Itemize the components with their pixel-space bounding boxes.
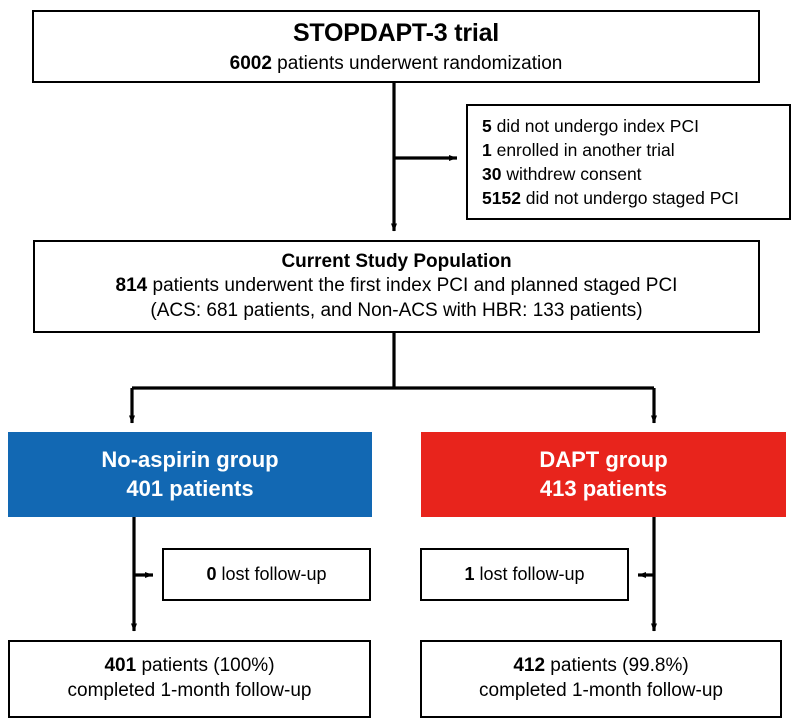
- completed-label-dapt: completed 1-month follow-up: [479, 680, 723, 701]
- completed-label-no-aspirin: completed 1-month follow-up: [67, 680, 312, 701]
- exclusion-item: 5152 did not undergo staged PCI: [482, 188, 739, 209]
- trial-title-box: STOPDAPT-3 trial 6002 patients underwent…: [32, 10, 760, 83]
- completed-count-dapt: 412 patients (99.8%): [513, 655, 689, 677]
- exclusions-box: 5 did not undergo index PCI 1 enrolled i…: [466, 104, 791, 220]
- completed-count-no-aspirin: 401 patients (100%): [104, 655, 275, 677]
- exclusion-item: 30 withdrew consent: [482, 164, 642, 184]
- page-title: STOPDAPT-3 trial: [292, 19, 500, 48]
- study-population-box: Current Study Population 814 patients un…: [33, 240, 760, 333]
- group-box-dapt: DAPT group 413 patients: [421, 432, 786, 517]
- group-box-no-aspirin: No-aspirin group 401 patients: [8, 432, 372, 517]
- lost-followup-count-dapt: 1 lost follow-up: [464, 563, 585, 584]
- group-name-no-aspirin: No-aspirin group: [101, 446, 279, 472]
- exclusion-item: 1 enrolled in another trial: [482, 139, 675, 160]
- lost-followup-box-no-aspirin: 0 lost follow-up: [162, 548, 371, 601]
- completed-followup-box-dapt: 412 patients (99.8%) completed 1-month f…: [420, 640, 782, 718]
- group-name-dapt: DAPT group: [539, 446, 668, 472]
- exclusion-item: 5 did not undergo index PCI: [482, 115, 699, 136]
- study-population-heading: Current Study Population: [281, 251, 512, 273]
- study-population-count: 814 patients underwent the first index P…: [115, 275, 678, 297]
- study-population-breakdown: (ACS: 681 patients, and Non-ACS with HBR…: [150, 299, 643, 321]
- lost-followup-box-dapt: 1 lost follow-up: [420, 548, 629, 601]
- completed-followup-box-no-aspirin: 401 patients (100%) completed 1-month fo…: [8, 640, 371, 718]
- randomization-count: 6002 patients underwent randomization: [229, 52, 563, 74]
- group-count-dapt: 413 patients: [539, 475, 668, 501]
- group-count-no-aspirin: 401 patients: [126, 475, 254, 501]
- lost-followup-count-no-aspirin: 0 lost follow-up: [206, 563, 327, 584]
